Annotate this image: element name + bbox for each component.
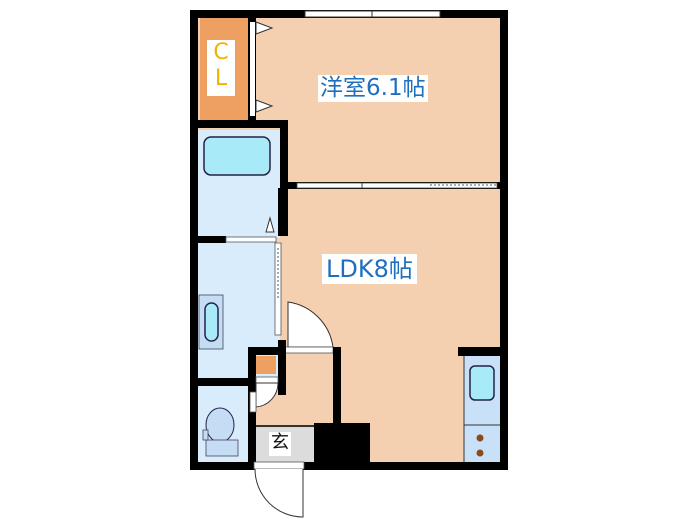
wall-right (500, 10, 508, 470)
sliding-door (296, 182, 498, 189)
burner-icon (476, 434, 484, 442)
basin-icon (204, 302, 219, 342)
front-door (253, 461, 305, 470)
sink-icon (469, 365, 495, 401)
toilet-door-swing-icon (255, 382, 279, 408)
shoe-cabinet (314, 423, 370, 463)
front-door-swing-icon (254, 468, 304, 518)
room-label-western: 洋室6.1帖 (318, 75, 428, 102)
entrance-label: 玄 (269, 432, 291, 456)
closet-door-icon (255, 21, 274, 35)
meter-box (256, 356, 276, 374)
closet-label: C L (207, 40, 235, 96)
bathtub-icon (203, 136, 271, 176)
closet-door-icon (255, 99, 274, 113)
wall-bottom (190, 462, 508, 470)
room-label-ldk: LDK8帖 (322, 254, 417, 284)
burner-icon (476, 449, 484, 457)
bath-door-icon (265, 216, 275, 233)
toilet-icon (205, 407, 235, 443)
